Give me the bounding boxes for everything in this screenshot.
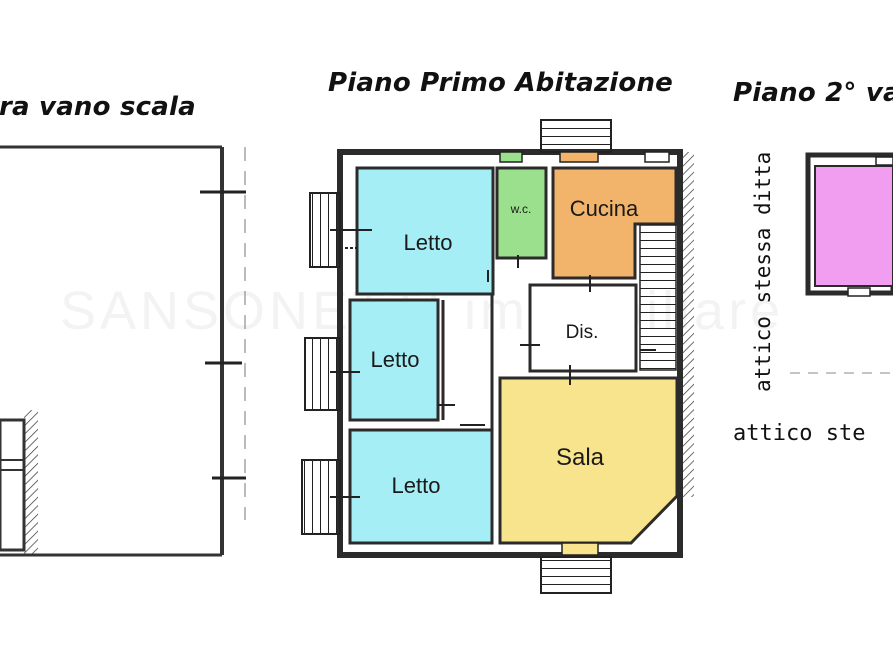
room-bedroom-bottom (348, 428, 494, 545)
room-hall (528, 283, 638, 373)
label-wc: w.c. (510, 202, 532, 216)
room-living (498, 376, 679, 545)
label-bedroom-bottom: Letto (392, 473, 441, 498)
annotation-attic-vertical: attico stessa ditta (751, 152, 775, 392)
label-bedroom-top: Letto (404, 230, 453, 255)
right-plan: attico stessa ditta attico ste (733, 152, 893, 446)
middle-plan: Letto w.c. Cucina Dis. Letto Letto Sala (301, 119, 694, 594)
label-living: Sala (556, 444, 605, 471)
label-hall: Dis. (566, 322, 599, 343)
title-ground-floor-stair: rra vano scala (0, 92, 196, 122)
label-kitchen: Cucina (570, 196, 639, 221)
title-first-floor: Piano Primo Abitazione (328, 68, 674, 98)
title-second-floor: Piano 2° va (733, 78, 893, 108)
room-wc (495, 166, 548, 260)
left-plan (0, 145, 246, 557)
label-bedroom-middle: Letto (371, 347, 420, 372)
annotation-attic-horizontal: attico ste (733, 421, 865, 446)
room-attic (814, 165, 893, 287)
room-kitchen (551, 166, 678, 280)
room-bedroom-middle (348, 298, 440, 422)
